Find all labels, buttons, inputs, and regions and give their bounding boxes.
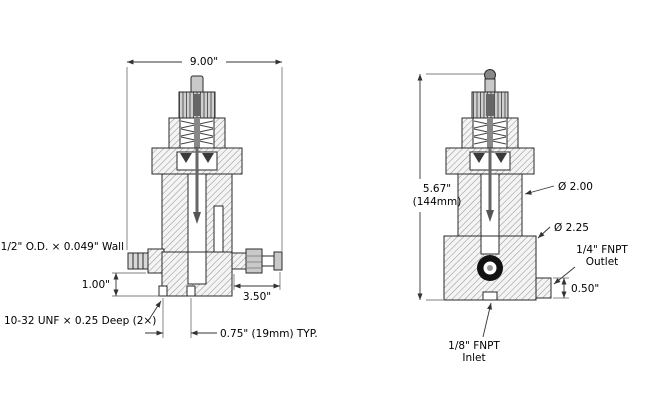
- outlet-spec-label-line1: 1/4" FNPT: [576, 244, 628, 256]
- overall-height-mm-label: (144mm): [413, 196, 462, 208]
- outlet-spec-label-line2: Outlet: [586, 256, 619, 268]
- adjustment-stem: [484, 78, 496, 93]
- lower-channel: [187, 251, 207, 285]
- body-diameter-label: Ø 2.00: [558, 181, 593, 193]
- outlet-port-center: [487, 265, 493, 271]
- outlet-nut: [245, 248, 263, 274]
- outlet-tube: [261, 255, 275, 267]
- screw-slot: [486, 94, 494, 116]
- tapped-holes-label: 10-32 UNF × 0.25 Deep (2×): [4, 315, 156, 327]
- spring-rod: [487, 118, 493, 148]
- spring-housing-wall-left: [168, 117, 181, 149]
- inlet-spec-label-line1: 1/8" FNPT: [448, 340, 500, 352]
- lower-channel: [480, 235, 500, 255]
- left-view: 9.00": [1, 54, 318, 340]
- overall-height-in-label: 5.67": [423, 183, 451, 195]
- spring-housing-wall-left: [461, 117, 474, 149]
- spring-housing-wall-right: [213, 117, 226, 149]
- needle-tip: [486, 210, 494, 222]
- gauge-passage: [213, 205, 224, 253]
- valve-seat: [180, 153, 214, 163]
- dim-text-mask: [182, 54, 226, 69]
- dim-outlet-offset: 0.50": [553, 277, 599, 299]
- inlet-spec-label-line2: Inlet: [462, 352, 485, 364]
- dim-outlet-length: 3.50": [233, 272, 281, 303]
- valve-side-section: [127, 75, 283, 297]
- outlet-offset-dim-label: 0.50": [571, 283, 599, 295]
- dim-one-inch: 1.00": [82, 272, 160, 297]
- spring-rod: [194, 118, 200, 148]
- screw-slot: [193, 94, 201, 116]
- tapped-hole-left: [158, 285, 168, 297]
- valve-seat: [473, 153, 507, 163]
- outlet-stub: [231, 252, 247, 270]
- tapped-holes-callout: 10-32 UNF × 0.25 Deep (2×): [4, 300, 162, 327]
- outlet-nut-lines: [246, 255, 262, 269]
- outlet-length-dim-label: 3.50": [243, 291, 271, 303]
- hole-spacing-dim-label: 0.75" (19mm) TYP.: [220, 328, 318, 340]
- outlet-port-callout: 1/4" FNPT Outlet: [553, 244, 628, 285]
- body-diameter-callout: Ø 2.00: [524, 181, 593, 195]
- right-view: 5.67" (144mm) Ø 2.00 Ø 2.25 1/4" FNPT Ou…: [413, 69, 628, 364]
- dim-hole-spacing: 0.75" (19mm) TYP.: [145, 298, 318, 340]
- barb-ridges: [132, 253, 144, 269]
- tapped-hole-right: [186, 285, 196, 297]
- overall-width-dim-label: 9.00": [190, 56, 218, 68]
- dim-overall-width: 9.00": [126, 54, 283, 251]
- inlet-hole: [482, 291, 498, 301]
- base-diameter-label: Ø 2.25: [554, 222, 589, 234]
- inlet-port-callout: 1/8" FNPT Inlet: [448, 302, 500, 364]
- needle-tip: [193, 212, 201, 224]
- valve-front-section: [443, 69, 552, 301]
- adjustment-stem: [190, 75, 204, 94]
- outlet-end-fitting: [273, 251, 283, 271]
- tube-od-label: 1/2" O.D. × 0.049" Wall: [1, 241, 124, 253]
- dim-overall-height: 5.67" (144mm): [413, 73, 484, 301]
- outlet-boss: [535, 277, 552, 299]
- base-diameter-callout: Ø 2.25: [537, 222, 589, 239]
- spring-housing-wall-right: [506, 117, 519, 149]
- one-inch-dim-label: 1.00": [82, 279, 110, 291]
